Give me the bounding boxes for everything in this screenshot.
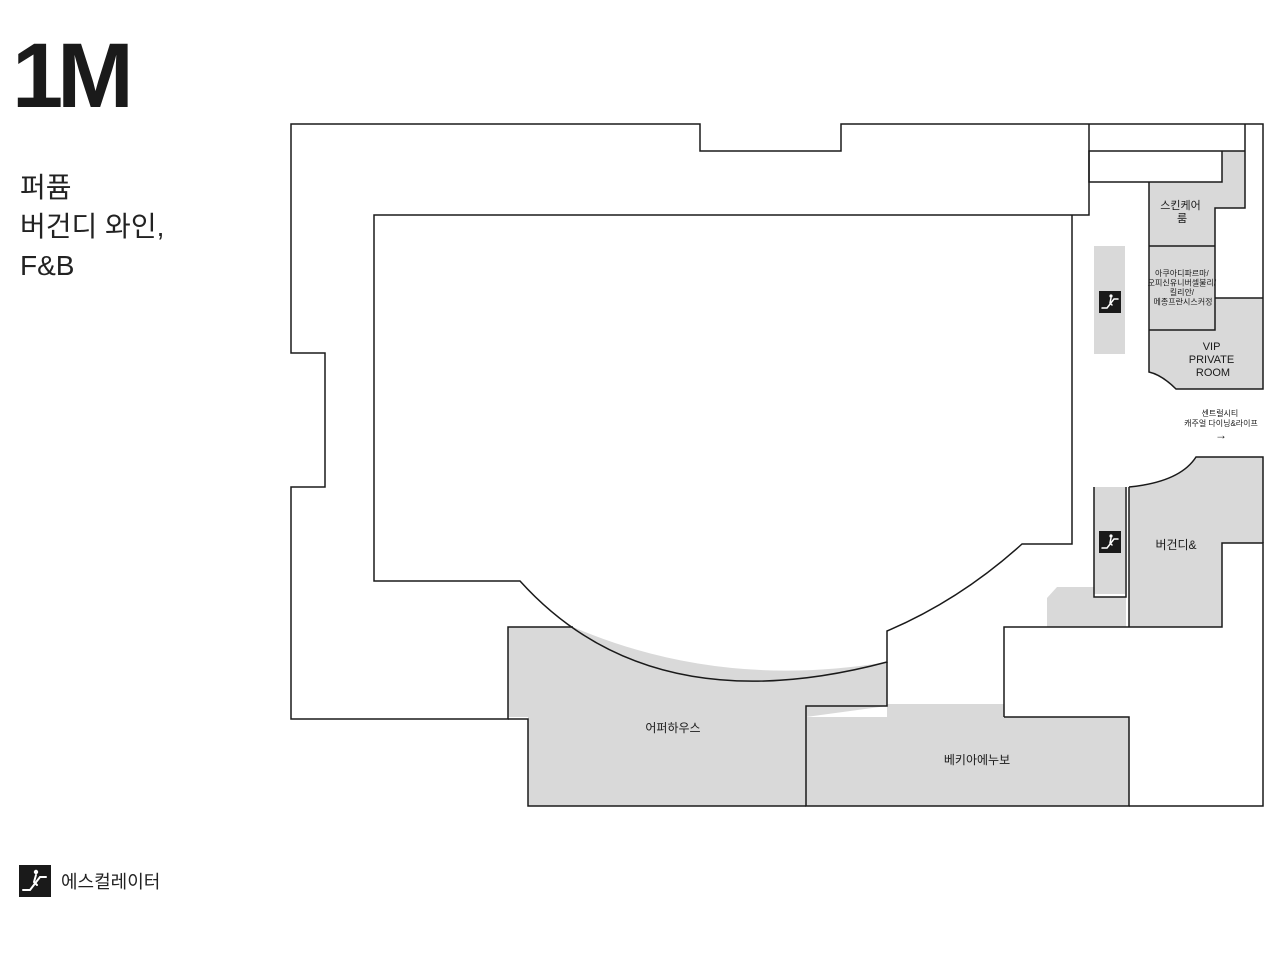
atrium-outline (373, 124, 1090, 682)
burgundy-outline (1128, 456, 1264, 627)
category-perfume: 퍼퓸 (20, 172, 72, 203)
right-block-outline (1003, 542, 1264, 807)
vip-line-3: ROOM (1196, 367, 1230, 379)
store-label-vip: VIP PRIVATE ROOM (1189, 341, 1238, 379)
store-label-upperhouse: 어퍼하우스 (645, 721, 700, 735)
vip-line-2: PRIVATE (1189, 354, 1234, 366)
upperhouse-outline (508, 718, 806, 807)
floor-categories: 퍼퓸 버건디 와인, F&B (20, 168, 164, 285)
store-label-burgundy: 버건디& (1155, 538, 1196, 552)
skincare-line-2: 룸 (1177, 212, 1187, 225)
outer-building-outline (290, 123, 1089, 720)
store-area-vip[interactable] (1149, 298, 1263, 389)
escalator-wall (1093, 487, 1127, 598)
bakery-outline (805, 662, 1130, 807)
escalator-marker-bottom[interactable] (1099, 531, 1121, 553)
category-burgundy-wine: 버건디 와인, (20, 211, 165, 242)
escalator-icon (19, 865, 51, 897)
store-area-skincare[interactable] (1149, 151, 1245, 246)
store-area-burgundy[interactable] (1129, 457, 1263, 627)
store-area-brands[interactable] (1149, 246, 1215, 330)
legend-label: 에스컬레이터 (61, 872, 161, 892)
brand-line-4: 메종프란시스커정 (1154, 297, 1213, 307)
store-label-bakery: 베키아에누보 (944, 753, 1010, 767)
exit-line-2: 캐주얼 다이닝&라이프 (1184, 418, 1258, 428)
store-area-upperhouse[interactable] (508, 627, 887, 806)
store-label-skincare: 스킨케어 룸 (1160, 199, 1204, 225)
floor-title: 1M (12, 25, 134, 127)
exit-line-1: 센트럴시티 (1201, 408, 1238, 418)
store-label-brands: 아쿠아디파르마/ 오피신유니버셀불리/ 킬리안/ 메종프란시스커정 (1148, 268, 1219, 307)
brand-line-3: 킬리안/ (1170, 287, 1195, 297)
legend: 에스컬레이터 (19, 865, 160, 897)
top-right-outline (1088, 123, 1264, 390)
escalator-marker-top[interactable] (1099, 291, 1121, 313)
skincare-line-1: 스킨케어 (1160, 199, 1200, 212)
category-fnb: F&B (20, 250, 75, 281)
brand-line-2: 오피신유니버셀불리/ (1148, 278, 1217, 288)
exit-arrow-icon[interactable]: → (1215, 428, 1227, 442)
exit-label: 센트럴시티 캐주얼 다이닝&라이프 (1184, 408, 1258, 428)
brand-line-1: 아쿠아디파르마/ (1155, 268, 1210, 278)
store-area-bakery[interactable] (806, 704, 1129, 806)
vip-line-1: VIP (1203, 341, 1221, 353)
